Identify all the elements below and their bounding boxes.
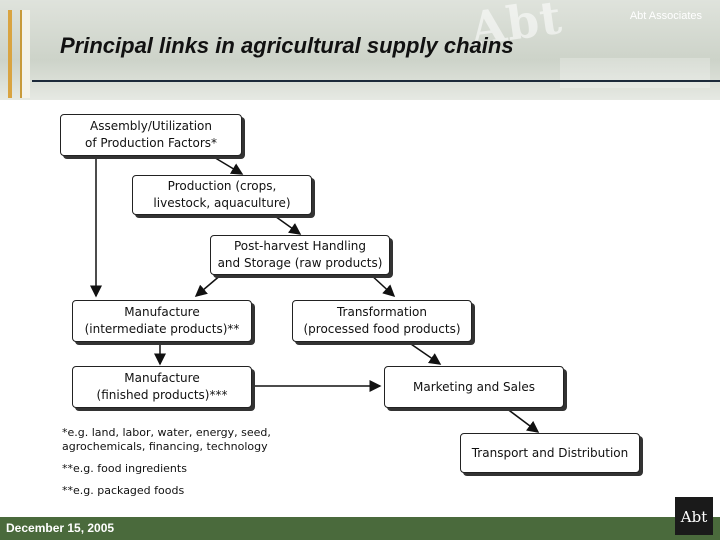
arrow-postharvest-to-manufacture xyxy=(196,274,222,296)
footer-date: December 15, 2005 xyxy=(6,521,114,535)
box-manufacture-finished-label: Manufacture (finished products)*** xyxy=(97,370,228,404)
box-marketing-label: Marketing and Sales xyxy=(413,379,535,396)
box-postharvest-label: Post-harvest Handling and Storage (raw p… xyxy=(218,238,383,272)
arrow-marketing-to-transport xyxy=(506,408,538,432)
box-production-label: Production (crops, livestock, aquacultur… xyxy=(153,178,290,212)
arrow-assembly-to-production xyxy=(212,156,242,174)
arrow-postharvest-to-transformation xyxy=(370,274,394,296)
footnote-2: **e.g. food ingredients xyxy=(62,462,271,476)
box-assembly-label: Assembly/Utilization of Production Facto… xyxy=(85,118,217,152)
box-transport: Transport and Distribution xyxy=(460,433,640,473)
box-manufacture-intermediate-label: Manufacture (intermediate products)** xyxy=(85,304,240,338)
box-assembly: Assembly/Utilization of Production Facto… xyxy=(60,114,242,156)
box-transport-label: Transport and Distribution xyxy=(472,445,629,462)
arrow-production-to-postharvest xyxy=(272,214,300,234)
footer-logo: Abt xyxy=(675,497,713,535)
footnote-3: **e.g. packaged foods xyxy=(62,484,271,498)
box-production: Production (crops, livestock, aquacultur… xyxy=(132,175,312,215)
box-manufacture-intermediate: Manufacture (intermediate products)** xyxy=(72,300,252,342)
box-manufacture-finished: Manufacture (finished products)*** xyxy=(72,366,252,408)
box-transformation-label: Transformation (processed food products) xyxy=(303,304,460,338)
box-postharvest: Post-harvest Handling and Storage (raw p… xyxy=(210,235,390,275)
box-transformation: Transformation (processed food products) xyxy=(292,300,472,342)
box-marketing: Marketing and Sales xyxy=(384,366,564,408)
footnotes: *e.g. land, labor, water, energy, seed, … xyxy=(62,426,271,498)
footnote-1: *e.g. land, labor, water, energy, seed, … xyxy=(62,426,271,454)
arrow-transformation-to-marketing xyxy=(408,342,440,364)
